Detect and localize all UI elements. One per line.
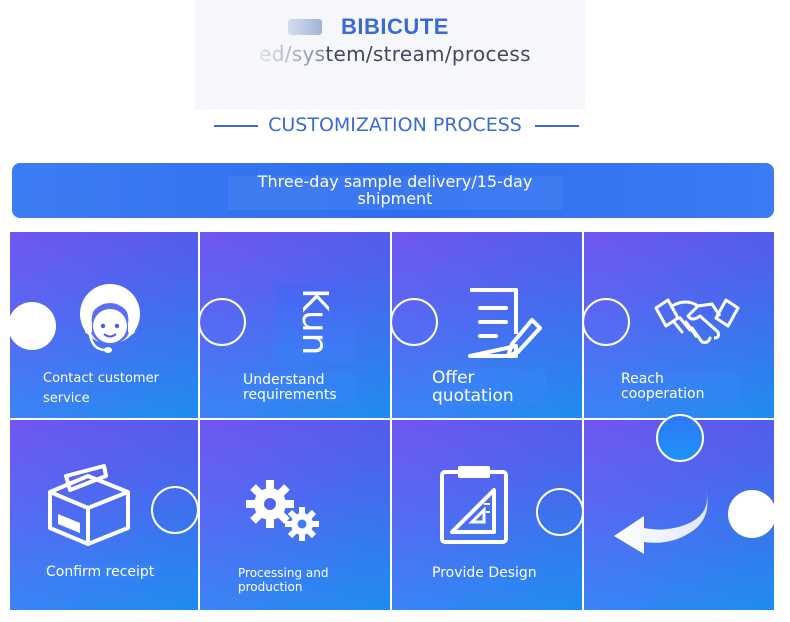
subtitle-blur bbox=[255, 46, 325, 66]
brand-logo-icon bbox=[288, 19, 322, 35]
clipboard-ruler-icon bbox=[440, 466, 508, 544]
handshake-icon bbox=[654, 298, 740, 344]
kun-watermark: Kun bbox=[294, 288, 335, 356]
return-arrow-icon bbox=[614, 490, 708, 554]
gears-icon bbox=[246, 480, 319, 541]
step-label-4: Reach cooperation bbox=[619, 372, 739, 402]
title-line-left bbox=[214, 125, 258, 127]
step-label-1: Contact customer service bbox=[43, 371, 159, 406]
title-line-right bbox=[535, 125, 579, 127]
step-label-3: Offer quotation bbox=[430, 369, 546, 405]
delivery-banner bbox=[12, 163, 774, 218]
banner-text: Three-day sample delivery/15-day shipmen… bbox=[257, 172, 533, 208]
step-label-2: Understand requirements bbox=[241, 373, 355, 403]
puzzle-knob bbox=[10, 302, 56, 350]
package-box-icon bbox=[48, 464, 130, 546]
puzzle-knob bbox=[728, 490, 774, 538]
puzzle-knob bbox=[198, 298, 246, 346]
watermark-box bbox=[275, 284, 355, 362]
puzzle-knob bbox=[582, 298, 630, 346]
puzzle-knob bbox=[656, 414, 704, 462]
step-label-6: Processing and production bbox=[238, 566, 329, 594]
brand-subtitle: ed/system/stream/process bbox=[259, 42, 531, 66]
customer-service-headset-icon bbox=[80, 284, 140, 353]
step-tile-4 bbox=[584, 232, 774, 418]
step-label-7: Provide Design bbox=[432, 565, 537, 581]
section-title: CUSTOMIZATION PROCESS bbox=[268, 114, 522, 136]
step-label-5: Confirm receipt bbox=[44, 565, 158, 580]
banner-text-box bbox=[228, 176, 562, 210]
brand-name: BIBICUTE bbox=[341, 14, 449, 39]
puzzle-knob bbox=[151, 486, 199, 534]
puzzle-knob bbox=[390, 298, 438, 346]
document-pen-icon bbox=[468, 288, 542, 358]
puzzle-knob bbox=[536, 488, 584, 536]
